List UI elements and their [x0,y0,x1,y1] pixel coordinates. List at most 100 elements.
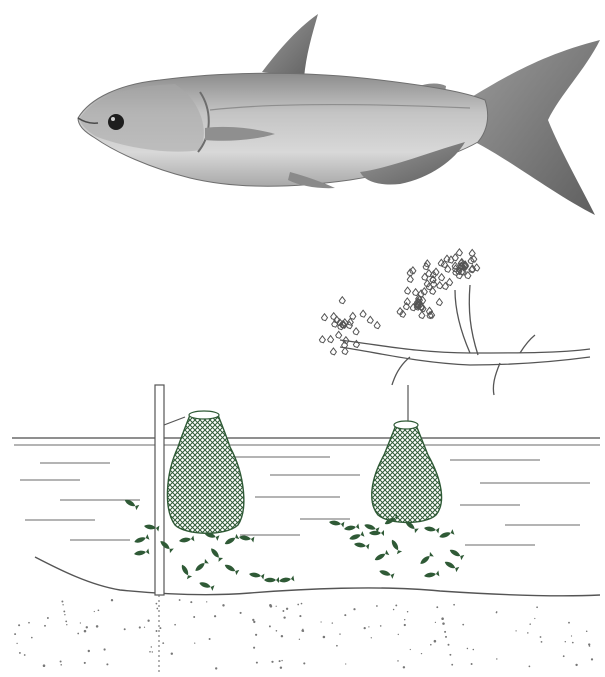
leaf [407,275,413,282]
sediment-dot [64,614,65,615]
sediment-dot [193,616,195,618]
sediment-dot [453,604,455,606]
leaf [447,279,453,286]
water-lines [12,438,600,545]
fish-mark [348,531,364,542]
fish-mark [448,547,464,560]
sediment-dot [156,630,158,632]
sediment-dots [14,599,593,670]
sediment-dot [565,641,566,642]
sediment-dot [47,617,49,619]
sediment-dot [63,610,65,612]
fish-trap-diagram-icon [0,235,605,677]
sediment-dot [280,666,282,668]
leaf [405,287,411,294]
sediment-dot [240,612,242,614]
sediment-dot [88,650,90,652]
sediment-dot [24,654,26,656]
sediment-dot [376,605,378,607]
sediment-dot [16,643,17,644]
sediment-dot [77,633,79,635]
fish-mark [209,546,223,561]
trap-stake [155,385,185,675]
leaf [374,322,380,329]
leaf [413,289,419,296]
sediment-dot [253,621,255,623]
sediment-dot [344,614,346,616]
sediment-dot [496,612,498,614]
sediment-dot [467,648,468,649]
sediment-dot [61,601,63,603]
sediment-dot [371,637,372,638]
pole-trap [167,411,243,533]
sediment-dot [281,635,283,637]
sediment-dot [529,623,531,625]
sediment-dot [282,610,284,612]
sediment-dot [449,654,451,656]
sediment-dot [98,609,100,611]
leaf [419,312,425,319]
sediment-dot [589,645,590,646]
fish-mark [179,563,192,579]
fish-mark [438,529,454,540]
sediment-dot [301,603,303,605]
sediment-dot [44,625,46,627]
sediment-dot [271,661,273,663]
sediment-dot [80,622,81,623]
sediment-dot [299,615,301,617]
fish-mark [198,580,214,591]
sediment-dot [209,638,211,640]
sediment-dot [86,626,88,628]
sediment-dot [572,642,574,644]
sediment-dot [380,625,382,627]
sediment-dot [541,641,543,643]
sediment-dot [60,660,62,662]
sediment-dot [149,651,151,653]
sediment-dot [255,634,257,636]
sediment-dot [568,622,570,624]
sediment-dot [441,617,444,620]
sediment-dot [393,609,395,611]
sediment-dot [139,626,141,628]
sediment-dot [448,644,450,646]
sediment-dot [421,653,422,654]
sediment-dot [269,625,271,627]
fish-mark [249,571,265,580]
sediment-dot [96,625,99,628]
sediment-dot [436,606,438,608]
sediment-dot [206,601,207,602]
sediment-dot [445,636,447,638]
leaf [403,303,409,310]
leaf [350,312,356,319]
fish-mark [329,519,345,528]
sediment-dot [586,630,588,632]
sediment-dot [297,604,299,606]
riverbed-line [35,557,600,596]
sediment-dot [28,622,30,624]
fish-mark [179,535,195,544]
sediment-dot [156,608,158,610]
sediment-dot [179,599,181,601]
sediment-dot [144,627,145,628]
sediment-dot [19,652,21,654]
fish-mark [264,577,279,583]
sediment-dot [299,639,300,640]
sediment-dot [302,630,304,632]
fish-mark [193,559,208,573]
sediment-dot [536,606,538,608]
leaf [330,348,336,355]
leaf [367,316,373,323]
sediment-dot [462,624,464,626]
sediment-dot [442,622,445,625]
sediment-dot [353,608,355,610]
sediment-dot [190,601,192,603]
sediment-dot [529,666,531,668]
tail-fin [470,40,600,215]
fish-mark [378,568,394,579]
sediment-dot [404,624,406,626]
sediment-dot [444,631,446,633]
leaf [360,310,366,317]
leaf [331,313,337,320]
leaf [336,331,342,338]
